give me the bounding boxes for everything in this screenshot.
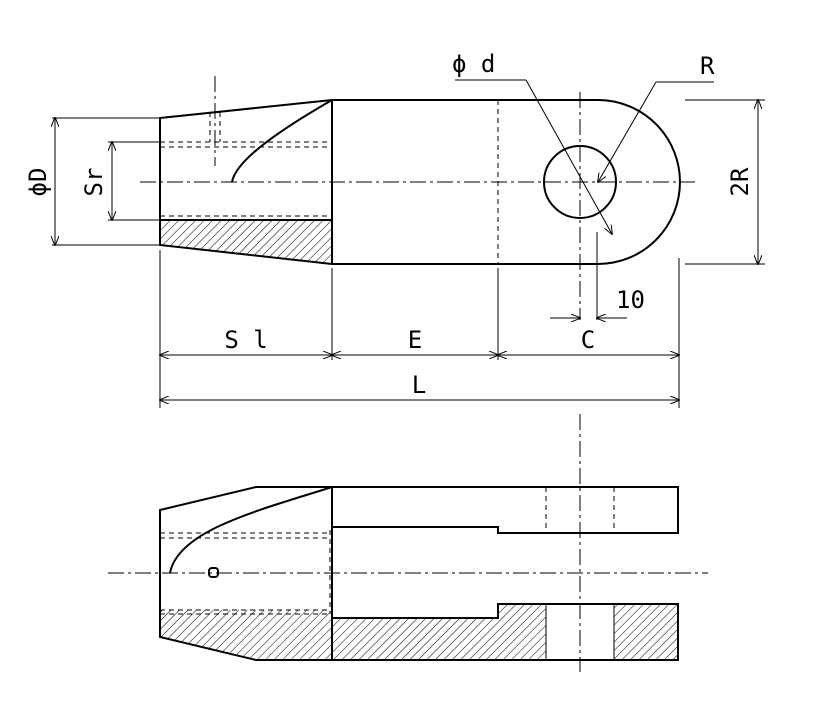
label-10: 10	[616, 286, 645, 314]
top-view	[52, 76, 765, 320]
dimension-labels: ϕ d R ϕD Sr 2R 10 S l E C L	[24, 50, 754, 399]
length-dimensions	[160, 250, 679, 408]
top-hatch-section	[160, 220, 332, 264]
label-Sl: S l	[224, 326, 267, 354]
label-phi-d: ϕ d	[452, 50, 495, 78]
label-L: L	[412, 371, 426, 399]
label-2R: 2R	[726, 167, 754, 196]
label-phi-D: ϕD	[24, 168, 52, 197]
top-body-outline	[159, 99, 681, 265]
side-view	[108, 414, 708, 672]
label-E: E	[408, 326, 422, 354]
label-Sr: Sr	[80, 168, 108, 197]
label-R: R	[700, 52, 715, 80]
label-C: C	[581, 326, 595, 354]
